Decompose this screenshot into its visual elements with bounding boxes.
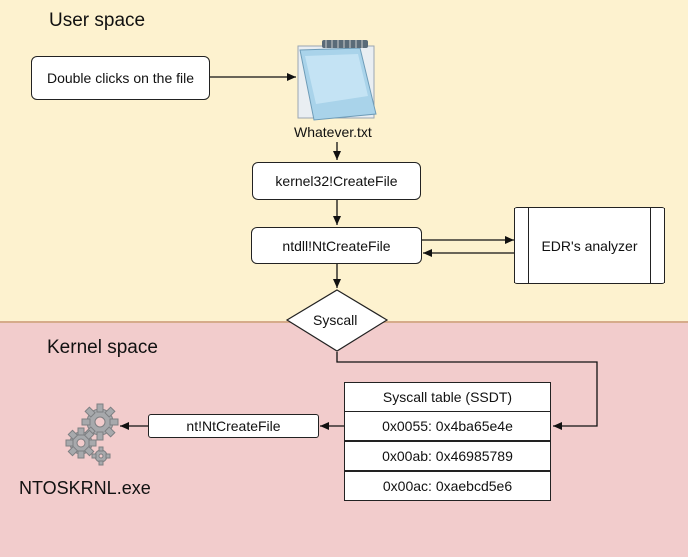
user-space-label: User space	[49, 10, 146, 31]
ssdt-header: Syscall table (SSDT)	[344, 382, 551, 412]
nt-ntcreatefile-node: nt!NtCreateFile	[148, 414, 319, 438]
ssdt-row: 0x0055: 0x4ba65e4e	[344, 411, 551, 441]
file-name-label: Whatever.txt	[294, 124, 372, 140]
ntdll-ntcreatefile-node: ntdll!NtCreateFile	[251, 227, 422, 264]
edge-syscall-to-ssdt	[336, 352, 598, 430]
ntoskrnl-label: NTOSKRNL.exe	[19, 478, 151, 498]
kernel-space-label: Kernel space	[47, 337, 158, 358]
syscall-label: Syscall	[313, 312, 358, 328]
ssdt-row: 0x00ab: 0x46985789	[344, 441, 551, 471]
kernel32-createfile-node: kernel32!CreateFile	[252, 162, 421, 200]
ssdt-row: 0x00ac: 0xaebcd5e6	[344, 471, 551, 501]
notepad-icon	[297, 40, 377, 121]
gears-icon	[65, 403, 119, 466]
edr-analyzer-label: EDR's analyzer	[541, 237, 638, 254]
double-click-node: Double clicks on the file	[31, 56, 210, 100]
edr-analyzer-node: EDR's analyzer	[514, 207, 665, 284]
syscall-diamond	[285, 289, 389, 352]
